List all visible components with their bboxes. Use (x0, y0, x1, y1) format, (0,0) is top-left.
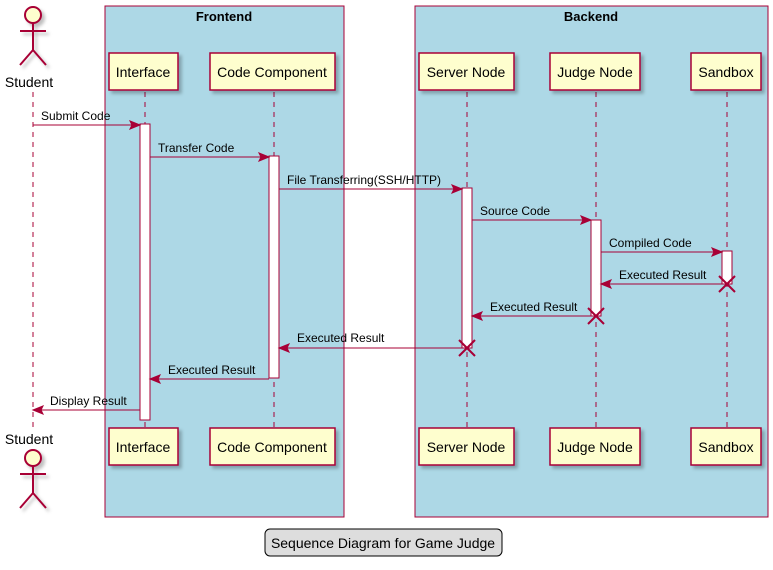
message-label: Source Code (480, 204, 550, 218)
participant-sandbox-top: Sandbox (690, 52, 762, 91)
message-executed-result-code: Executed Result (148, 363, 269, 384)
participants-top: Interface Code Component Server Node Jud… (108, 52, 762, 91)
message-label: Display Result (50, 394, 127, 408)
message-source-code: Source Code (472, 204, 593, 225)
message-executed-result-sandbox: Executed Result (599, 268, 727, 289)
message-submit-code: Submit Code (33, 109, 142, 130)
participant-server-top: Server Node (418, 52, 515, 91)
message-label: Transfer Code (158, 141, 235, 155)
message-label: Executed Result (168, 363, 256, 377)
actor-icon (19, 6, 47, 66)
activation-judge (590, 219, 602, 317)
message-transfer-code: Transfer Code (150, 141, 271, 162)
participant-label: Interface (116, 439, 171, 455)
participant-sandbox-bottom: Sandbox (690, 427, 762, 466)
activation-sandbox (721, 250, 733, 285)
message-file-transferring: File Transferring(SSH/HTTP) (279, 173, 464, 194)
message-label: File Transferring(SSH/HTTP) (287, 173, 441, 187)
message-compiled-code: Compiled Code (601, 236, 724, 257)
message-executed-result-judge: Executed Result (470, 300, 596, 321)
participant-label: Sandbox (698, 439, 753, 455)
activation-code (268, 155, 280, 379)
participant-code-bottom: Code Component (209, 427, 336, 466)
group-frontend-title: Frontend (196, 9, 252, 24)
activation-interface (139, 123, 151, 421)
message-label: Executed Result (619, 268, 707, 282)
message-label: Executed Result (490, 300, 578, 314)
actor-student-bottom: Student (5, 431, 53, 509)
participants-bottom: Interface Code Component Server Node Jud… (108, 427, 762, 466)
caption-text: Sequence Diagram for Game Judge (271, 535, 495, 551)
participant-label: Sandbox (698, 64, 753, 80)
activation-server (461, 187, 473, 349)
group-backend-title: Backend (564, 9, 618, 24)
actor-label: Student (5, 74, 53, 90)
diagram-caption: Sequence Diagram for Game Judge (264, 528, 503, 557)
message-label: Compiled Code (609, 236, 692, 250)
participant-label: Server Node (427, 64, 506, 80)
participant-judge-bottom: Judge Node (549, 427, 641, 466)
actor-label: Student (5, 431, 53, 447)
participant-judge-top: Judge Node (549, 52, 641, 91)
participant-label: Code Component (217, 439, 327, 455)
message-label: Executed Result (297, 331, 385, 345)
participant-code-top: Code Component (209, 52, 336, 91)
message-display-result: Display Result (31, 394, 140, 415)
participant-label: Code Component (217, 64, 327, 80)
actor-icon (19, 449, 47, 509)
message-executed-result-server: Executed Result (277, 331, 467, 353)
participant-label: Server Node (427, 439, 506, 455)
message-label: Submit Code (41, 109, 111, 123)
activations (139, 123, 733, 421)
messages: Submit Code Transfer Code File Transferr… (31, 109, 727, 415)
participant-label: Judge Node (557, 64, 633, 80)
actor-student-top: Student (5, 6, 53, 90)
participant-interface-top: Interface (108, 52, 179, 91)
participant-label: Interface (116, 64, 171, 80)
participant-server-bottom: Server Node (418, 427, 515, 466)
participant-label: Judge Node (557, 439, 633, 455)
participant-interface-bottom: Interface (108, 427, 179, 466)
